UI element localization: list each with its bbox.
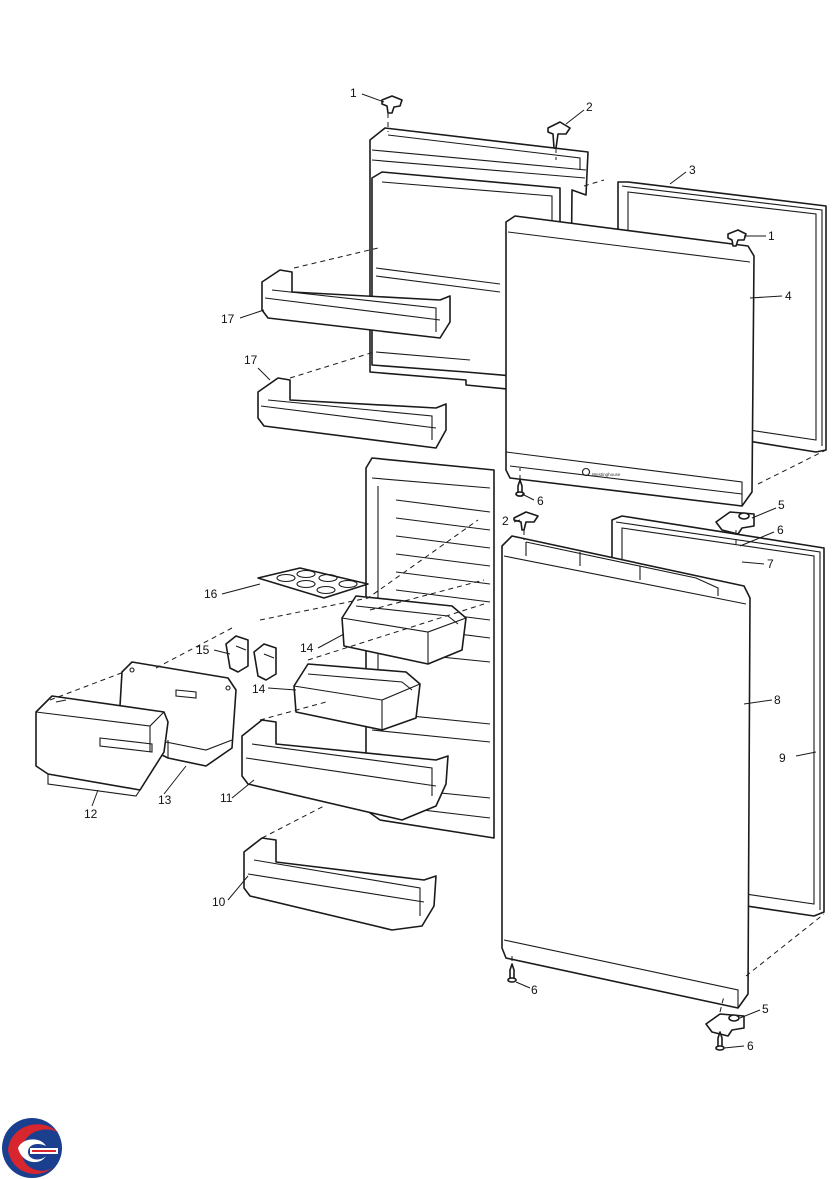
- callout-14-lower: 14: [252, 682, 266, 696]
- door-stop-freezer: [727, 229, 747, 247]
- callout-5-middle: 5: [778, 498, 785, 512]
- fridge-door-shelf-lower: [243, 837, 437, 931]
- callout-10: 10: [212, 895, 226, 909]
- hinge-pin-top-freezer: [381, 95, 403, 114]
- freezer-door-shelf-upper: [261, 269, 451, 339]
- callout-9: 9: [779, 751, 786, 765]
- door-brand-label: Westinghouse: [592, 472, 621, 477]
- egg-tray: [257, 567, 369, 599]
- callout-16: 16: [204, 587, 218, 601]
- hinge-top-freezer: [547, 121, 571, 149]
- callout-4: 4: [785, 289, 792, 303]
- screw-fridge-left: [507, 963, 517, 983]
- callout-5-bottom: 5: [762, 1002, 769, 1016]
- callout-2-top: 2: [586, 100, 593, 114]
- callout-14-upper: 14: [300, 641, 314, 655]
- callout-6-bottom: 6: [747, 1039, 754, 1053]
- crisper-drawer: [35, 695, 169, 797]
- freezer-door-shelf-lower: [257, 377, 447, 449]
- screw-freezer-left: [515, 479, 525, 497]
- callout-6-middle: 6: [777, 523, 784, 537]
- callout-1-door: 1: [768, 229, 775, 243]
- callout-6-fridge: 6: [531, 983, 538, 997]
- callout-7: 7: [767, 557, 774, 571]
- bottom-hinge: [705, 1013, 745, 1037]
- callout-1-top: 1: [350, 86, 357, 100]
- fridge-door-shelf-upper: [241, 719, 449, 821]
- callout-13: 13: [158, 793, 172, 807]
- callout-6-freezer: 6: [537, 494, 544, 508]
- callout-8: 8: [774, 693, 781, 707]
- callout-labels: 1 2 3 1 4 17 17 6 5 2 6 7 16 14 15 14 8 …: [84, 86, 792, 1053]
- fridge-door: [501, 535, 751, 1009]
- callout-11: 11: [220, 791, 233, 805]
- leader-lines: [91, 93, 817, 1049]
- freezer-door: Westinghouse: [505, 215, 755, 507]
- callout-2-fridge: 2: [502, 514, 509, 528]
- callout-15: 15: [196, 643, 210, 657]
- assembly-lines: [49, 113, 827, 1013]
- middle-hinge: [715, 511, 755, 535]
- callout-17-upper: 17: [221, 312, 235, 326]
- shelf-clip-left: [225, 635, 249, 673]
- callout-12: 12: [84, 807, 98, 821]
- swirl-logo-icon: [2, 1118, 62, 1178]
- shelf-box-upper: [341, 595, 467, 665]
- shelf-clip-right: [253, 643, 277, 681]
- callout-17-lower: 17: [244, 353, 258, 367]
- shelf-box-lower: [293, 663, 421, 731]
- callout-3: 3: [689, 163, 696, 177]
